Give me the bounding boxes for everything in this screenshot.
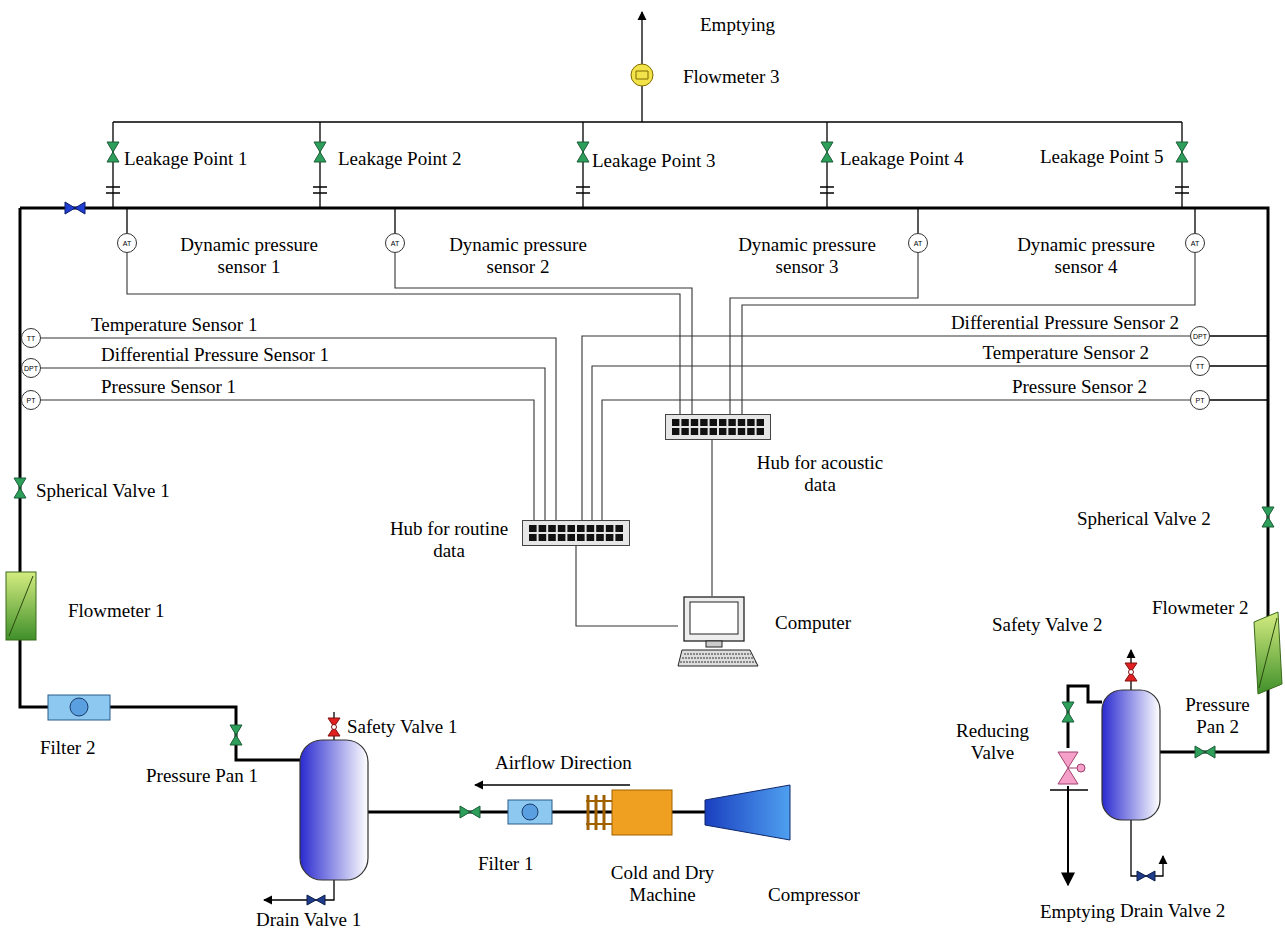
valve-symbols (14, 142, 1274, 905)
valve-label: Safety Valve 1 (347, 716, 457, 738)
leakage-point-label: Leakage Point 1 (124, 148, 247, 170)
flowmeter-label: Flowmeter 3 (683, 66, 780, 88)
component-label: Dynamic pressure sensor 4 (1006, 234, 1166, 278)
equipment (6, 64, 1282, 880)
sensor-code: AT (391, 240, 399, 247)
main-pipes (20, 208, 1268, 812)
hub-symbol (522, 520, 630, 546)
signal-wire (730, 253, 918, 414)
temperature-sensor: TTTemperature Sensor 2 (1190, 356, 1210, 376)
routine-hub: Hub for routine data (522, 520, 630, 546)
leakage-point-label: Leakage Point 4 (840, 148, 963, 170)
signal-wire (582, 336, 1190, 520)
leakage-point-label: Leakage Point 5 (1040, 146, 1163, 168)
branch-lines (113, 12, 1268, 900)
flowmeter-label: Flowmeter 1 (68, 600, 165, 622)
pan-label: Pressure Pan 1 (146, 765, 258, 787)
valve-label: Drain Valve 2 (1120, 900, 1225, 922)
outlet-label: Emptying (1040, 901, 1115, 923)
acoustic-hub: Hub for acoustic data (665, 414, 771, 440)
sensor-code: AT (123, 240, 131, 247)
component-label: Pressure Sensor 1 (101, 376, 236, 398)
hub-symbol (665, 414, 771, 440)
component-label: Temperature Sensor 1 (91, 314, 257, 336)
outlet-label: Emptying (700, 14, 775, 36)
compressor-label: Compressor (768, 884, 860, 906)
signal-wire (41, 400, 534, 520)
signal-wire (602, 400, 1190, 520)
sensor-code: DPT (24, 365, 38, 372)
sensor-code: DPT (1193, 333, 1207, 340)
computer-icon (678, 596, 760, 668)
signal-wire (576, 546, 678, 626)
component-label: Differential Pressure Sensor 1 (101, 344, 329, 366)
valve-label: Drain Valve 1 (256, 909, 361, 931)
component-label: Hub for routine data (383, 518, 515, 562)
sensor-code: TT (1196, 363, 1205, 370)
signal-wire (395, 253, 692, 414)
component-label: Dynamic pressure sensor 1 (169, 234, 329, 278)
pressure-sensor: PTPressure Sensor 1 (21, 390, 41, 410)
pan-label: Pressure Pan 2 (1175, 694, 1260, 738)
differential-pressure-sensor: DPTDifferential Pressure Sensor 2 (1190, 326, 1210, 346)
sensor-code: AT (1191, 240, 1199, 247)
airflow-label: Airflow Direction (495, 752, 632, 774)
signal-wire (592, 366, 1190, 520)
component-label: Differential Pressure Sensor 2 (951, 312, 1179, 334)
dynamic-pressure-sensor: ATDynamic pressure sensor 3 (908, 233, 928, 253)
machine-label: Cold and Dry Machine (605, 862, 720, 906)
leakage-point-label: Leakage Point 3 (592, 150, 715, 172)
computer: Computer (678, 596, 760, 668)
sensor-code: PT (1196, 397, 1205, 404)
signal-wire (742, 253, 1195, 414)
dynamic-pressure-sensor: ATDynamic pressure sensor 2 (385, 233, 405, 253)
temperature-sensor: TTTemperature Sensor 1 (21, 328, 41, 348)
signal-wire (711, 440, 712, 596)
component-label: Hub for acoustic data (745, 452, 895, 496)
dynamic-pressure-sensor: ATDynamic pressure sensor 1 (117, 233, 137, 253)
sensor-code: AT (914, 240, 922, 247)
filter-label: Filter 2 (40, 737, 95, 759)
sensor-code: PT (27, 397, 36, 404)
component-label: Computer (775, 612, 851, 634)
valve-label: Safety Valve 2 (992, 614, 1102, 636)
filter-label: Filter 1 (478, 853, 533, 875)
component-label: Temperature Sensor 2 (983, 342, 1149, 364)
valve-label: Spherical Valve 1 (36, 480, 170, 502)
valve-label: Reducing Valve (945, 720, 1040, 764)
dynamic-pressure-sensor: ATDynamic pressure sensor 4 (1185, 233, 1205, 253)
pressure-sensor: PTPressure Sensor 2 (1190, 390, 1210, 410)
flowmeter-label: Flowmeter 2 (1152, 597, 1249, 619)
leakage-point-label: Leakage Point 2 (338, 148, 461, 170)
component-label: Dynamic pressure sensor 2 (438, 234, 598, 278)
component-label: Dynamic pressure sensor 3 (727, 234, 887, 278)
component-label: Pressure Sensor 2 (1012, 376, 1147, 398)
valve-label: Spherical Valve 2 (1077, 508, 1211, 530)
differential-pressure-sensor: DPTDifferential Pressure Sensor 1 (21, 358, 41, 378)
sensor-code: TT (27, 335, 36, 342)
